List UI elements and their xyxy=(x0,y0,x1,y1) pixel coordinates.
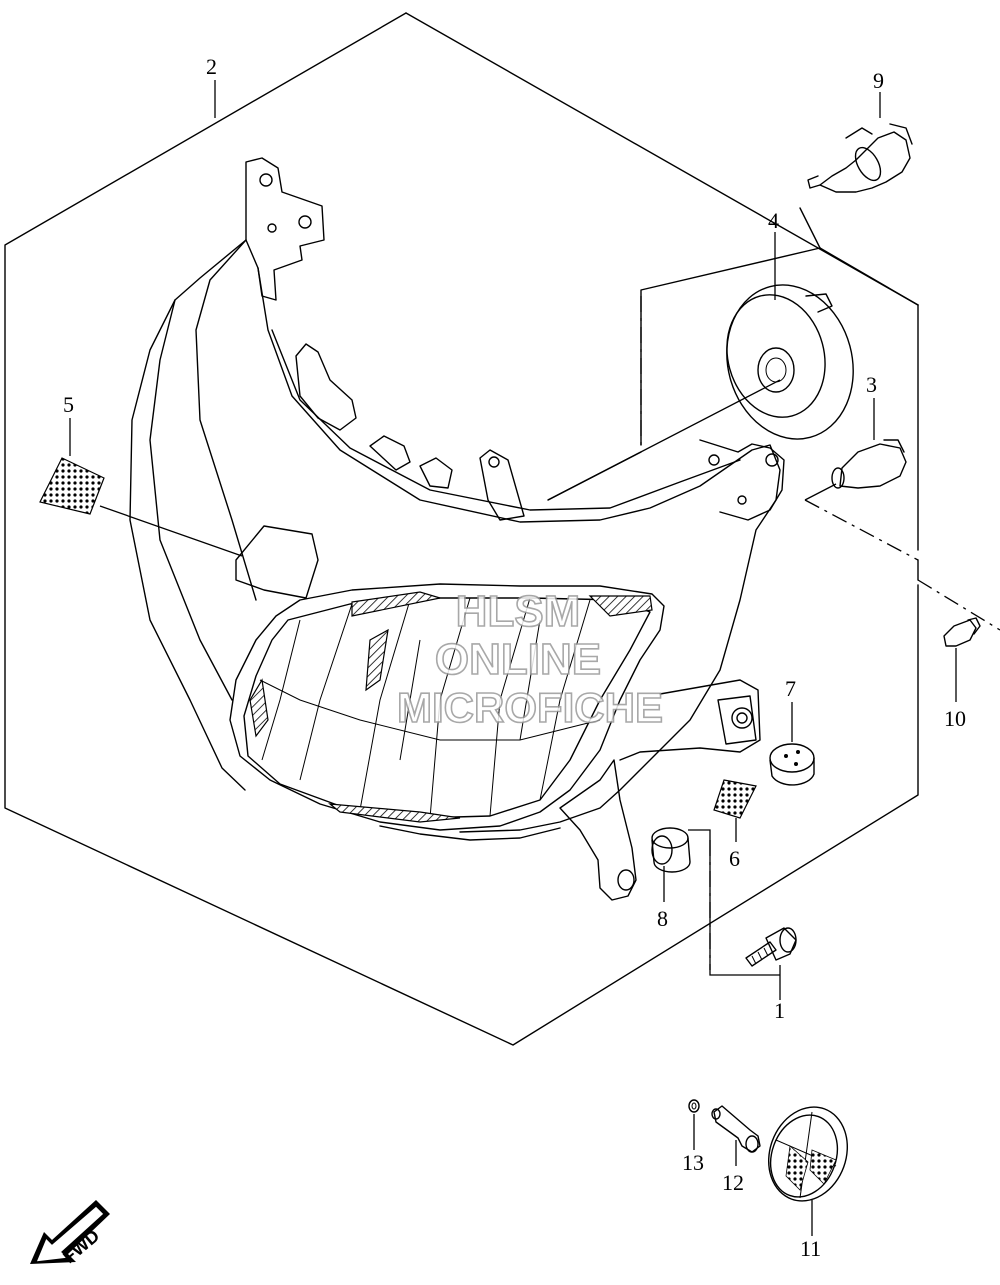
round-reflector-part-11 xyxy=(767,1106,849,1202)
label-part-11: 11 xyxy=(800,1236,821,1261)
forward-direction-arrow: FWD xyxy=(30,1200,110,1267)
washer-part-13 xyxy=(688,1099,700,1113)
spacer-part-12 xyxy=(711,1105,761,1153)
label-part-7: 7 xyxy=(785,676,796,701)
label-part-5: 5 xyxy=(63,392,74,417)
label-part-8: 8 xyxy=(657,906,668,931)
label-part-4: 4 xyxy=(768,208,779,233)
label-part-10: 10 xyxy=(944,706,966,731)
screw-part-1 xyxy=(745,927,797,967)
label-part-6: 6 xyxy=(729,846,740,871)
reflector-part-6 xyxy=(713,779,757,819)
grommet-part-7 xyxy=(769,743,815,786)
watermark-line-2: ONLINE xyxy=(435,635,601,684)
reflector-part-5 xyxy=(39,457,105,515)
label-part-13: 13 xyxy=(682,1150,704,1175)
wedge-bulb-part-10 xyxy=(943,617,981,647)
label-part-1: 1 xyxy=(774,998,785,1023)
label-part-12: 12 xyxy=(722,1170,744,1195)
label-part-3: 3 xyxy=(866,372,877,397)
label-part-9: 9 xyxy=(873,68,884,93)
watermark-line-1: HLSM xyxy=(456,587,581,636)
label-part-2: 2 xyxy=(206,54,217,79)
leader-lines xyxy=(69,80,957,1236)
watermark: HLSM ONLINE MICROFICHE xyxy=(396,586,664,732)
headlamp-housing xyxy=(129,157,785,901)
position-socket-part-3 xyxy=(831,439,907,489)
grommet-part-8 xyxy=(651,827,691,873)
assembly-outline xyxy=(4,12,1000,1046)
part-numbers: 2 9 4 3 5 10 7 6 8 1 13 12 11 xyxy=(63,54,966,1261)
bulb-socket-part-4 xyxy=(726,284,854,440)
bulb-h4-part-9 xyxy=(807,123,913,193)
watermark-line-3: MICROFICHE xyxy=(397,684,663,731)
